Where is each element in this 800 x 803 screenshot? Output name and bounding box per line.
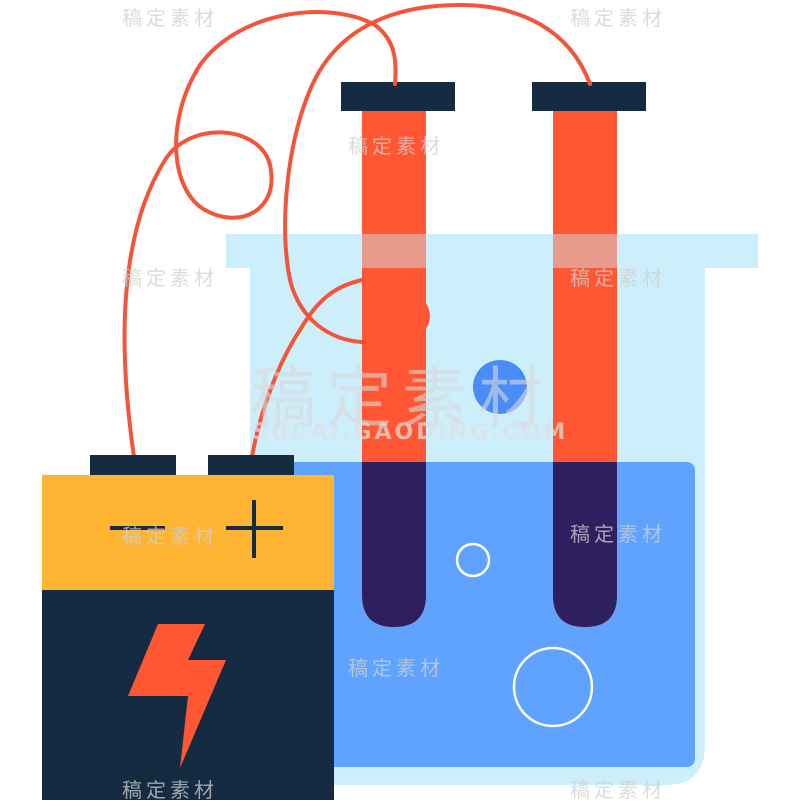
battery-top: [42, 475, 334, 590]
plus-symbol: [226, 500, 283, 558]
test-tube-right-cap: [532, 82, 646, 111]
bubble-ring-large: [512, 646, 594, 728]
beaker-rim-overlay: [226, 234, 758, 268]
test-tube-right: [532, 82, 646, 627]
bubble-blue: [473, 360, 527, 414]
wires: [122, 2, 592, 459]
test-tube-left-cap: [341, 82, 455, 111]
battery: [42, 455, 334, 800]
wire-plus: [250, 2, 592, 459]
test-tube-left: [341, 82, 455, 627]
beaker-rim: [226, 234, 758, 268]
battery-terminal-plus: [208, 455, 294, 477]
beaker-liquid: [272, 462, 695, 767]
lightning-bolt-icon: [128, 624, 226, 768]
wire-minus: [122, 10, 398, 459]
battery-terminal-minus: [90, 455, 176, 477]
bubble-ring-small: [455, 542, 491, 578]
test-tube-right-bottom: [553, 462, 617, 627]
test-tube-left-bottom: [362, 462, 426, 627]
